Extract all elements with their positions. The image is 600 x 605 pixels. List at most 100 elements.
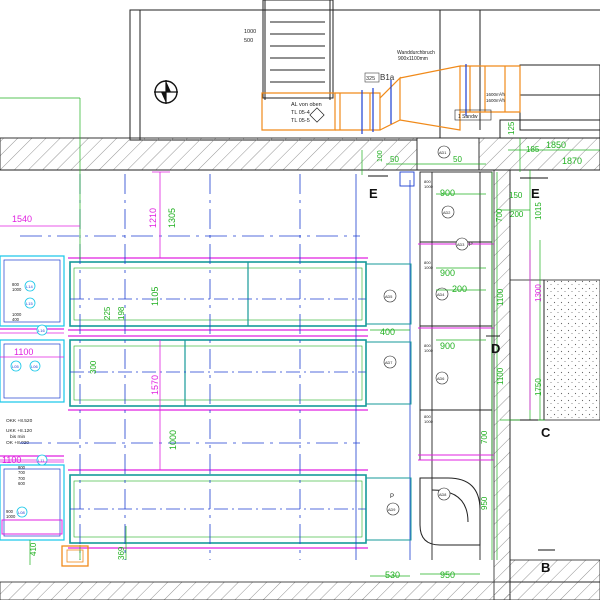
dim-1870: 1870 (562, 156, 582, 166)
tag-l11: L11 (38, 458, 45, 463)
dim-1100-a: 1100 (496, 288, 505, 306)
label-flow-2: 1600m³/h (486, 98, 506, 103)
left-tag-circles (10, 280, 48, 518)
label-b1a: B1a (380, 73, 395, 82)
size-800-1000-d2: 1000 (424, 348, 434, 353)
size-800-1000-a2: 1000 (12, 287, 22, 292)
note-tl2: TL 05-5 (291, 118, 310, 124)
section-markers (368, 175, 555, 551)
size-800-700: 800 (18, 465, 26, 470)
size-800-1000-a: 800 (12, 282, 20, 287)
diamond-symbol-icon (309, 107, 325, 123)
dim-530: 530 (385, 570, 400, 580)
bottom-right-wall (509, 559, 600, 583)
size-1000-400: 1000 (12, 312, 22, 317)
dim-950-a: 950 (480, 496, 489, 510)
tag-ad6: AD6 (437, 377, 444, 381)
size-800-1000-c2: 1000 (424, 265, 434, 270)
right-wall (493, 169, 600, 601)
blue-marker-e (399, 171, 415, 187)
duct-blue-dampers (361, 64, 467, 134)
magenta-edges (68, 257, 368, 549)
note-ok: OK +8.020 (6, 440, 29, 446)
dim-1750: 1750 (534, 378, 543, 396)
size-900-1000: 900 (6, 509, 14, 514)
dim-225: 225 (103, 306, 112, 320)
dim-100: 100 (377, 150, 384, 162)
label-wanddurchbruch: Wanddurchbruch (397, 50, 435, 56)
tag-ad3: AD3 (457, 243, 464, 247)
section-c: C (541, 425, 551, 440)
tag-ad9: AD9 (388, 508, 395, 512)
size-800-1000-b: 800 (424, 179, 431, 184)
dim-1100-b: 1100 (496, 367, 505, 385)
dim-1100-c: 1100 (2, 455, 21, 465)
note-tl1: TL 05-4 (291, 110, 310, 116)
top-building-outline (129, 0, 600, 141)
shaft-cyan-frames (365, 263, 412, 541)
section-e-left: E (369, 186, 378, 201)
size-1000-400-2: 400 (12, 317, 20, 322)
dim-1570: 1570 (150, 375, 160, 395)
duct-run-middle (69, 339, 367, 407)
size-800-700-2: 700 (18, 470, 26, 475)
dim-200-b: 200 (452, 284, 467, 294)
tag-l14: L14 (26, 284, 33, 289)
dim-1305: 1305 (167, 208, 177, 228)
ad-tag-circles (383, 145, 469, 516)
dim-1850: 1850 (546, 140, 566, 150)
dim-1540: 1540 (12, 214, 32, 224)
note-bis: bis min (10, 434, 26, 440)
size-800-1000-e2: 1000 (424, 419, 434, 424)
note-al: AL von oben (291, 102, 322, 108)
size-800-1000-d: 800 (424, 343, 431, 348)
note-okk: OKK +8.520 (6, 418, 33, 424)
dim-150: 150 (509, 191, 523, 200)
size-700-600-2: 600 (18, 481, 26, 486)
dim-700-a: 700 (495, 208, 504, 222)
label-325: 325 (366, 76, 375, 82)
size-900-1000-2: 1000 (6, 514, 16, 519)
tag-ad8: AD8 (439, 493, 446, 497)
dim-1210: 1210 (148, 208, 158, 228)
label-1000: 1000 (244, 29, 256, 35)
tag-l15: L15 (26, 301, 33, 306)
bottom-wall (0, 581, 600, 601)
tag-l06: L06 (31, 364, 38, 369)
dim-900-a: 900 (440, 188, 455, 198)
dim-198: 198 (117, 306, 126, 320)
magenta-dimension-lines (0, 171, 531, 470)
tag-ad5: AD5 (385, 295, 392, 299)
dim-1100: 1100 (14, 347, 33, 357)
orange-fitting (61, 545, 89, 567)
tag-l05: L05 (12, 364, 19, 369)
dim-1000: 1000 (168, 430, 178, 450)
size-700-600: 700 (18, 476, 26, 481)
dim-950-b: 950 (440, 570, 455, 580)
tag-p1: P (469, 242, 473, 248)
blue-axis-lines (20, 174, 411, 560)
label-wanddurchbruch-size: 900x1100mm (398, 56, 428, 62)
label-500: 500 (244, 38, 253, 44)
left-cyan-units (0, 255, 65, 541)
main-wall-band (0, 137, 600, 171)
dim-50-b: 50 (453, 155, 462, 164)
section-d: D (491, 341, 500, 356)
dim-700-b: 700 (480, 430, 489, 444)
dim-1105: 1105 (150, 287, 160, 306)
dim-900-c: 900 (440, 341, 455, 351)
north-arrow-icon (154, 80, 178, 104)
dim-200: 200 (510, 210, 524, 219)
tag-ad4: AD4 (437, 293, 444, 297)
dim-1300: 1300 (534, 284, 543, 302)
dim-1015: 1015 (534, 202, 543, 220)
size-800-1000-b2: 1000 (424, 184, 434, 189)
orange-fitting-inner (66, 549, 84, 563)
duct-run-bottom (69, 474, 367, 544)
label-flow-1: 1600m³/h (486, 92, 506, 97)
section-e-right: E (531, 186, 540, 201)
tag-l08: L08 (18, 510, 25, 515)
size-800-1000-e: 800 (424, 414, 431, 419)
dim-410: 410 (29, 542, 38, 556)
